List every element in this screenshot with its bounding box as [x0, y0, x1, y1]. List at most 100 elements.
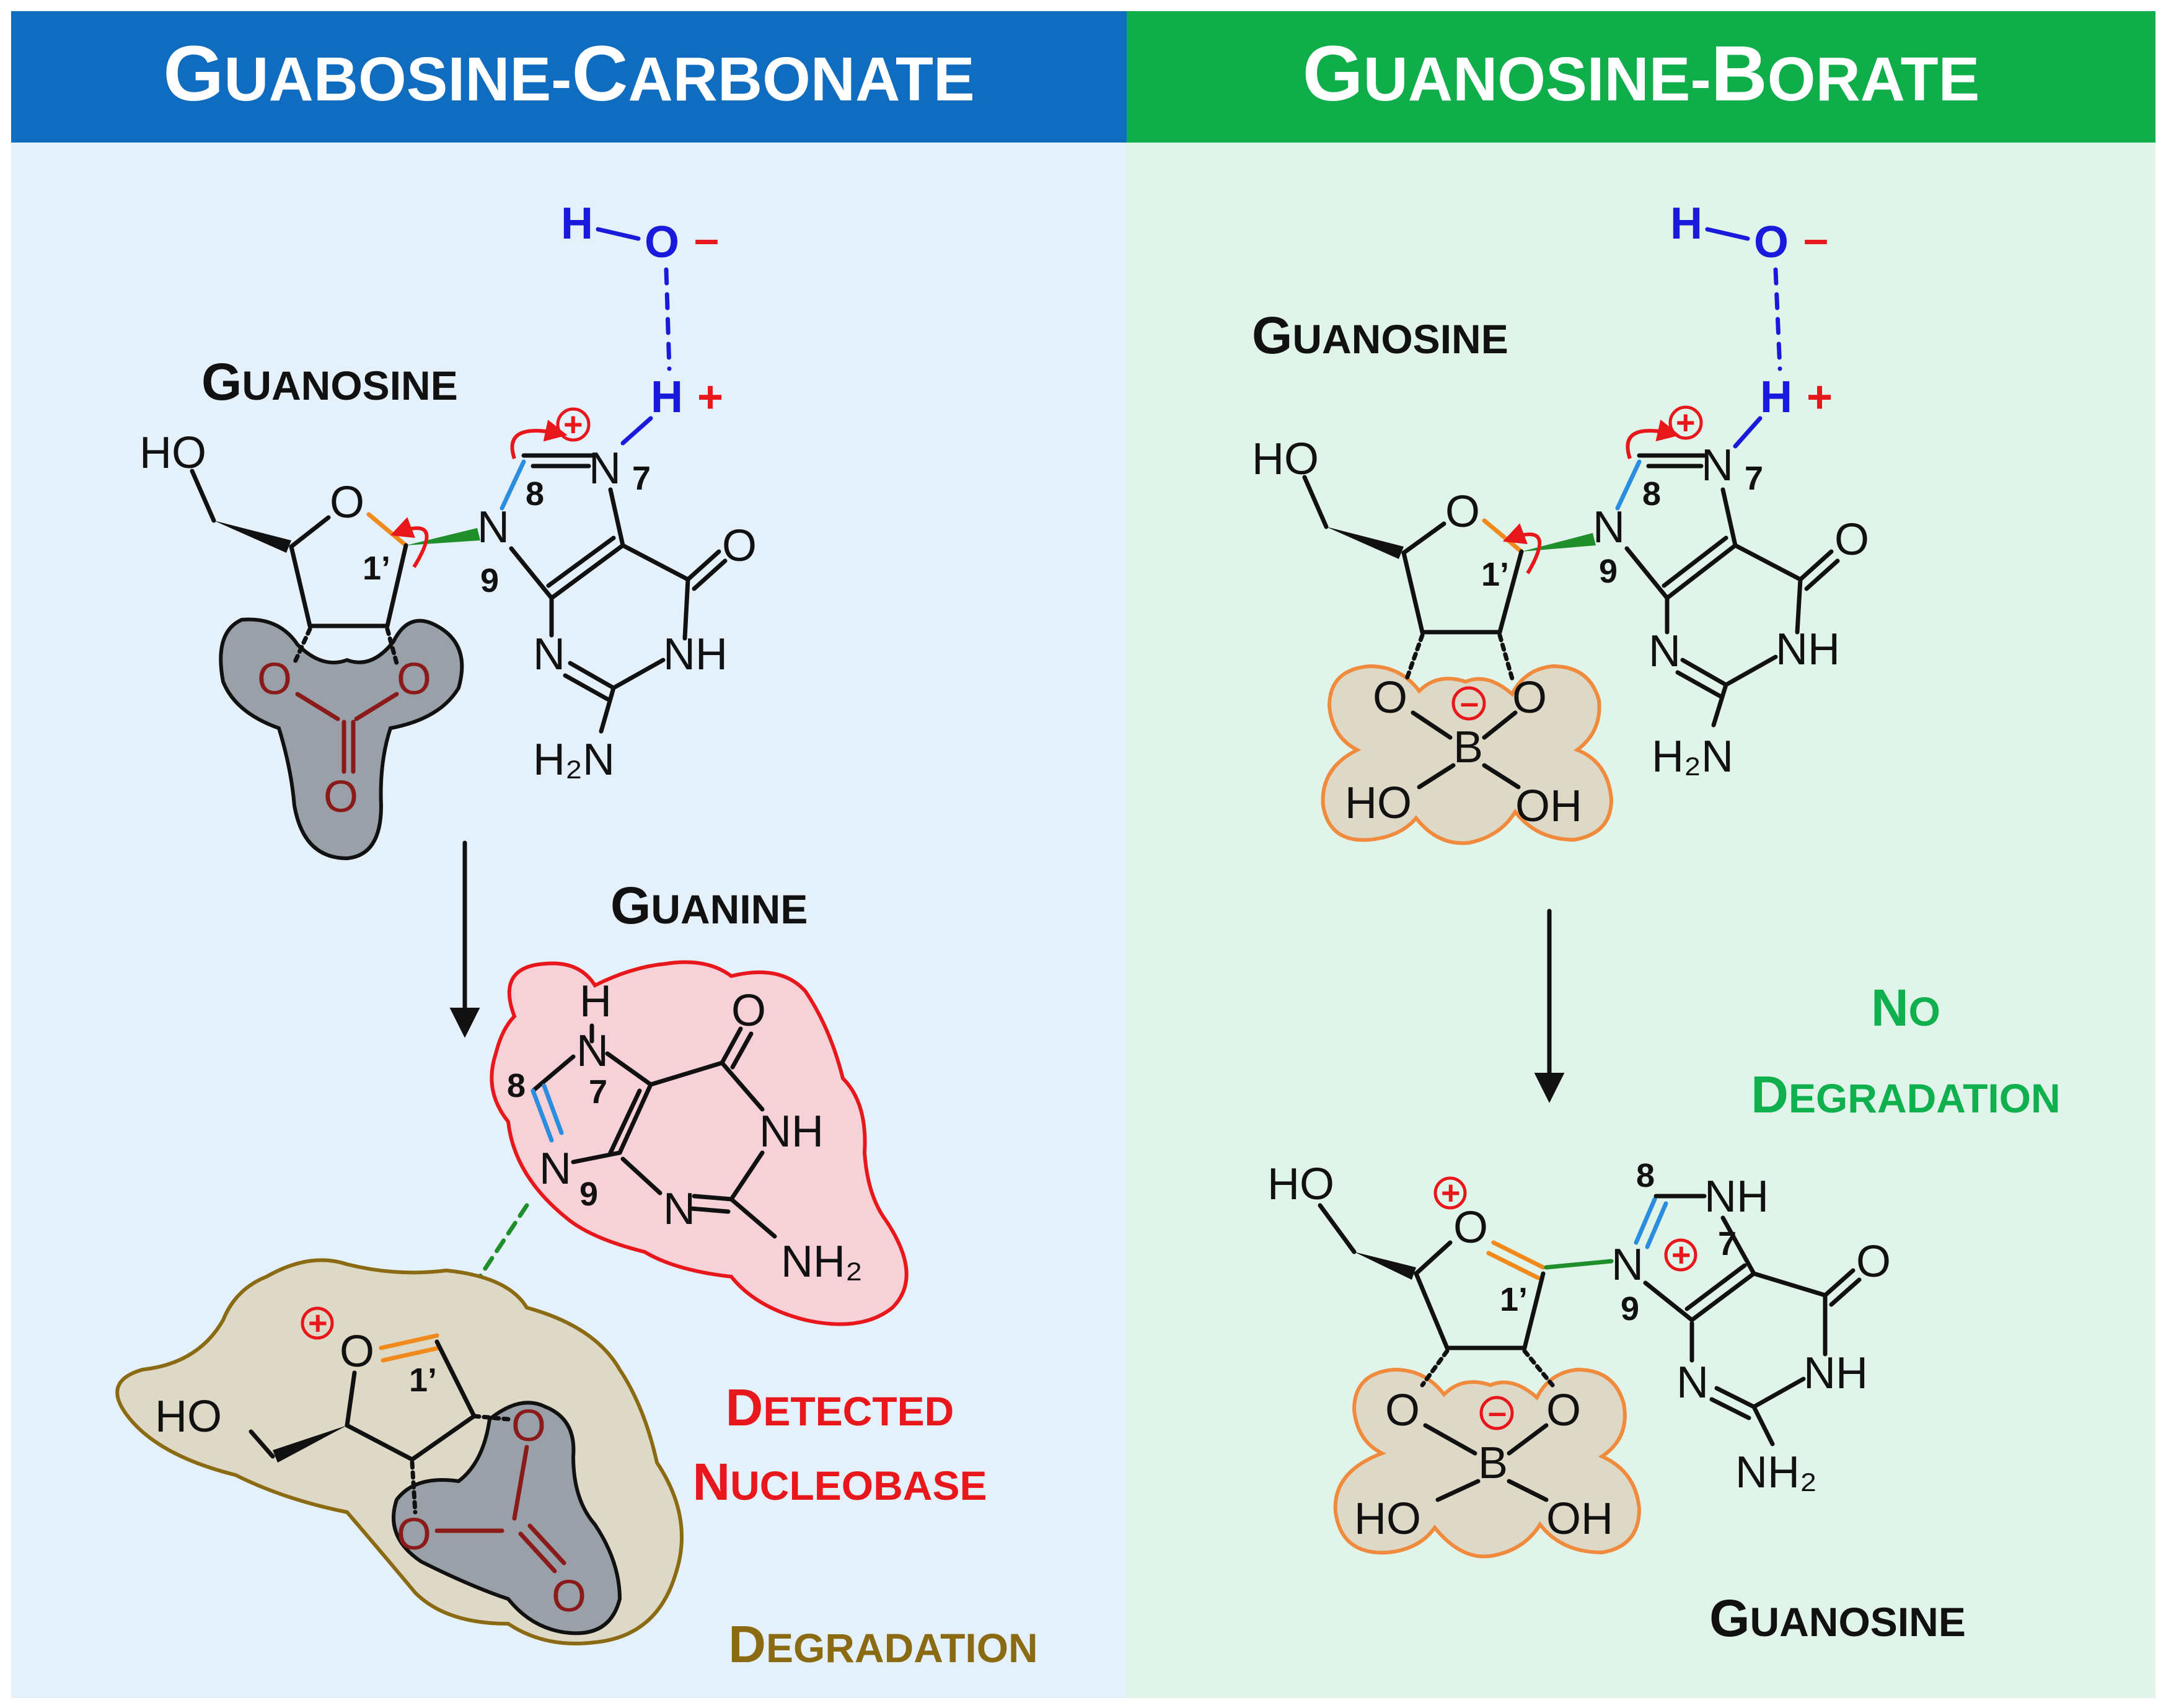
bottom-label-8-right: 8	[1636, 1157, 1655, 1194]
no-degradation-line1: NO	[1871, 979, 1940, 1037]
bottom-ring-o-right: O	[1453, 1203, 1488, 1252]
n1-c2-right	[1724, 654, 1778, 687]
c5-c4-left-2	[546, 535, 616, 588]
guanine-c5-c6	[648, 1060, 724, 1087]
water-h-right: H	[1670, 199, 1702, 249]
guanine-h-top: H	[579, 977, 612, 1026]
borate-b-oh2-bottom	[1507, 1479, 1549, 1502]
borate-o1-bottom: O	[1385, 1386, 1420, 1435]
charge-minus-borate-top	[1451, 686, 1486, 721]
bottom-c5-c4-right-b	[1684, 1263, 1747, 1311]
c2-nh2-right	[1711, 682, 1728, 728]
bottom-c4-o-right	[1414, 1240, 1453, 1276]
carbonyl-o-right: O	[1834, 515, 1869, 565]
bottom-c4-n9-right	[1643, 1280, 1694, 1323]
bottom-ch2-right	[1318, 1203, 1357, 1254]
degradation-label-left: DEGRADATION	[728, 1615, 1037, 1673]
n7-c5-left	[608, 487, 625, 548]
guanine-c2-nh2	[729, 1197, 777, 1239]
curved-arrow-c1-left	[390, 517, 429, 568]
bottom-o-c1-right-b	[1486, 1251, 1541, 1280]
degraded-label-1prime: 1’	[409, 1362, 437, 1399]
borate-c3-o-dash-top	[1404, 633, 1425, 681]
guanine-n9: N	[539, 1144, 571, 1194]
c5-c4-right-2	[1662, 535, 1728, 588]
label-8-right: 8	[1642, 475, 1661, 513]
sugar-bond-c3-c4-left	[289, 544, 312, 628]
bottom-wedge-c4-right	[1354, 1252, 1416, 1280]
c6-o-right	[1798, 549, 1834, 582]
label-7-left: 7	[632, 460, 651, 497]
bottom-n1h-right: NH	[1803, 1349, 1868, 1398]
no-degradation-line2: DEGRADATION	[1751, 1065, 2060, 1124]
degraded-c4-o	[345, 1370, 357, 1428]
guanine-label-8: 8	[507, 1067, 526, 1104]
borate-b-oh1-bottom	[1435, 1479, 1481, 1502]
degraded-wedge-c4	[273, 1425, 347, 1463]
hbond-dashed-right	[1773, 267, 1782, 371]
c4-n9-right	[1624, 546, 1670, 601]
guanine-c2-n3	[692, 1194, 734, 1202]
borate-c2-o-dash-top	[1497, 633, 1515, 681]
detected-label-line1: DETECTED	[726, 1378, 954, 1437]
hydroxide-o-left: O	[645, 218, 679, 267]
label-1prime-left: 1’	[363, 550, 390, 587]
sugar-bond-c4-o-left	[289, 515, 331, 549]
c5-c4-right	[1665, 543, 1738, 601]
guanine-highlight-shape	[490, 960, 909, 1326]
bottom-c2-nh2-right	[1751, 1404, 1775, 1446]
sugar-bond-ch2-right	[1302, 475, 1329, 529]
n9-right: N	[1593, 503, 1625, 552]
bottom-c6-o-right	[1823, 1268, 1856, 1298]
bottom-label-9-right: 9	[1621, 1290, 1639, 1327]
borate-o2-bottom: O	[1546, 1386, 1581, 1435]
bottom-label-1prime-right: 1’	[1500, 1281, 1528, 1318]
guanine-n3: N	[663, 1184, 695, 1234]
proton-h-left: H	[651, 372, 683, 422]
guanine-c8-n7	[530, 1054, 576, 1093]
right-panel-bg	[1127, 143, 2155, 1698]
borate-b-o2-top	[1482, 710, 1518, 740]
bottom-n9-right: N	[1611, 1240, 1644, 1290]
bottom-n7-c5-right	[1720, 1215, 1756, 1276]
proton-h-right: H	[1760, 372, 1792, 422]
degraded-c1-c2	[434, 1339, 477, 1419]
guanine-n1-c2	[729, 1150, 765, 1202]
charge-plus-n7-left-sign: +	[563, 406, 583, 443]
label-8-left: 8	[526, 475, 544, 513]
ring-o-right: O	[1445, 487, 1480, 537]
charge-plus-oxocarbenium-left	[301, 1306, 334, 1340]
guanine-c6-o-b	[730, 1031, 754, 1070]
guanine-nh2: NH₂	[781, 1237, 863, 1287]
bottom-c5-c6-right	[1751, 1271, 1828, 1298]
n7-right: N	[1701, 441, 1733, 490]
guanine-c2-n3-b	[689, 1206, 731, 1214]
right-guanosine-top-label: GUANOSINE	[1252, 306, 1508, 364]
sugar-ho-left: HO	[139, 428, 206, 478]
c6-n1-left	[682, 577, 690, 641]
water-bond-right	[1705, 227, 1750, 241]
ring-o-left: O	[330, 478, 364, 527]
borate-b-o1-bottom	[1423, 1423, 1477, 1456]
guanine-c5-c4	[617, 1082, 653, 1155]
detected-label-line2: NUCLEOBASE	[692, 1453, 987, 1511]
charge-plus-oxocarbenium-right	[1433, 1176, 1467, 1210]
carbonate-o3-left: O	[324, 772, 358, 822]
bottom-label-7-right: 7	[1718, 1225, 1737, 1262]
charge-plus-n9-right-sign: +	[1671, 1236, 1691, 1274]
degraded-c2-o-dash	[472, 1414, 511, 1422]
bottom-n3-right: N	[1676, 1358, 1709, 1407]
n1-c2-left	[611, 658, 666, 690]
label-1prime-right: 1’	[1481, 556, 1509, 593]
charge-minus-borate-top-sign: –	[1460, 684, 1479, 721]
borate-b-o2-bottom	[1507, 1423, 1549, 1456]
label-9-left: 9	[480, 562, 499, 599]
bottom-n9-c8-right	[1634, 1197, 1657, 1245]
borate-o2-top: O	[1512, 673, 1547, 723]
borate-shape-bottom	[1333, 1367, 1642, 1559]
left-guanosine-label: GUANOSINE	[201, 353, 458, 411]
sugar-bond-ch2-left	[190, 469, 216, 523]
proton-plus-right: +	[1807, 372, 1833, 422]
c2-nh2-left	[599, 685, 616, 734]
